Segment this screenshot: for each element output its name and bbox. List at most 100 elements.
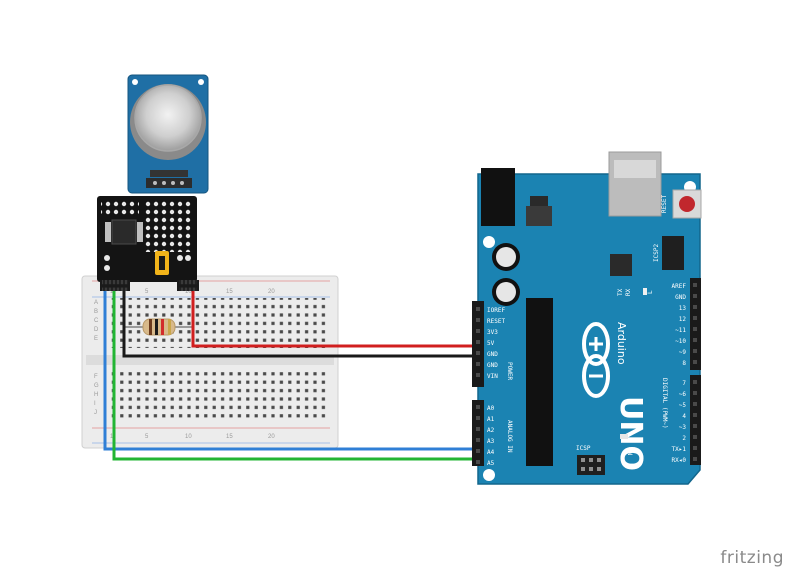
analog-pin-label: A5 [487,460,495,467]
digital-pin-label: 4 [682,413,686,420]
digital-header-label: DIGITAL (PWM~) [661,378,668,429]
breadboard-column-numbers: 1 5 10 15 20 1 5 10 15 20 [110,289,275,440]
reset-button-cap[interactable] [679,196,695,212]
sensor-pin [180,181,184,185]
wire-gnd[interactable] [122,286,478,358]
comparator-breakout [97,196,199,291]
power-header-label: POWER [506,362,513,380]
breadboard-groove [86,355,334,365]
arduino-uno: RESET ICSP2 TX RX L Arduino UNO ON ICSP [472,151,702,485]
fritzing-watermark: fritzing [720,548,784,568]
digital-header-top [690,278,701,370]
breakout-pad [104,255,110,261]
analog-header-label: ANALOG IN [506,420,513,453]
breakout-header-pins [179,280,197,291]
breakout-perf-area [101,200,139,216]
arduino-capacitor-top [496,282,516,302]
breakout-perf-area [143,200,193,252]
wire-a5[interactable] [112,286,478,461]
arduino-led-on [620,434,628,439]
tx-label: TX [617,288,624,296]
analog-pin-label: A4 [487,449,495,456]
bb-row-label: B [94,309,98,315]
analog-pin-labels: A0 A1 A2 A3 A4 A5 [487,405,495,467]
power-pin-label: GND [487,351,498,358]
icsp2-label: ICSP2 [653,244,660,262]
wire-a4[interactable] [103,286,478,451]
power-pin-label: 3V3 [487,329,498,336]
arduino-regulator-tab [530,196,548,208]
digital-pin-label: 13 [679,305,687,312]
gas-sensor-module [127,74,209,194]
power-pin-label: IOREF [487,307,505,314]
breadboard-row-labels-top: A B C D E [94,300,99,342]
digital-pin-label: ~10 [675,338,686,345]
wire-5v[interactable] [191,286,478,348]
bb-col-number: 5 [145,434,149,440]
breakout-ic-pins [137,222,143,242]
arduino-mount-hole [483,236,495,248]
bb-row-label: J [94,410,97,416]
digital-pin-label: RX◂0 [672,457,687,464]
arduino-regulator [526,206,552,226]
arduino-atmega-chip [526,298,553,466]
bb-col-number: 1 [110,289,114,295]
sensor-pin-header [150,170,188,177]
digital-pin-label: ~9 [679,349,687,356]
wires [103,286,478,461]
reset-label: RESET [661,195,668,213]
infinity-loop-icon [582,322,610,366]
sensor-mount-hole [132,79,138,85]
power-header-holes [476,307,480,377]
analog-header-holes [476,405,480,464]
bb-col-number: 20 [268,434,275,440]
analog-pin-label: A2 [487,427,495,434]
icsp-label: ICSP [576,445,591,452]
breadboard-row-labels-bottom: F G H I J [94,374,99,416]
digital-pin-label: AREF [672,283,687,290]
bb-col-number: 20 [268,289,275,295]
bb-col-number: 15 [226,434,233,440]
breakout-jumper-cap [159,256,165,270]
bb-row-label: D [94,327,99,333]
bb-row-label: A [94,300,98,306]
digital-pin-label: ~3 [679,424,687,431]
rx-label: RX [625,288,632,296]
bb-row-label: E [94,336,98,342]
bb-col-number: 1 [110,434,114,440]
power-pin-label: 5V [487,340,495,347]
power-pin-label: RESET [487,318,505,325]
breadboard-holes-bottom [108,372,326,422]
bb-row-label: F [94,374,98,380]
resistor-band [155,319,158,335]
breakout-pad [185,255,191,261]
resistor [125,318,193,336]
arduino-logo [582,322,610,398]
breadboard: A B C D E F G H I J 1 5 10 15 20 1 5 10 … [81,275,339,449]
on-label: ON [626,448,633,456]
sensor-pin [162,181,166,185]
bb-row-label: G [94,383,99,389]
breakout-ic-pins [105,222,111,242]
resistor-band [149,319,152,335]
arduino-usb-chip [610,254,632,276]
arduino-led-l [643,288,647,295]
bb-row-label: C [94,318,99,324]
breakout-pad [177,255,183,261]
arduino-brand: Arduino [615,322,628,365]
sensor-mesh-cap [134,84,202,152]
digital-pin-label: GND [675,294,686,301]
bb-col-number: 10 [185,289,192,295]
bb-col-number: 10 [185,434,192,440]
sensor-pin [153,181,157,185]
bb-row-label: I [94,401,96,407]
resistor-band [161,319,164,335]
bb-col-number: 5 [145,289,149,295]
breadboard-holes-top [108,298,326,348]
power-pin-label: VIN [487,373,498,380]
digital-pin-label: TX▸1 [672,446,687,453]
digital-pin-label: ~11 [675,327,686,334]
sensor-pin [171,181,175,185]
resistor-band [168,319,171,335]
